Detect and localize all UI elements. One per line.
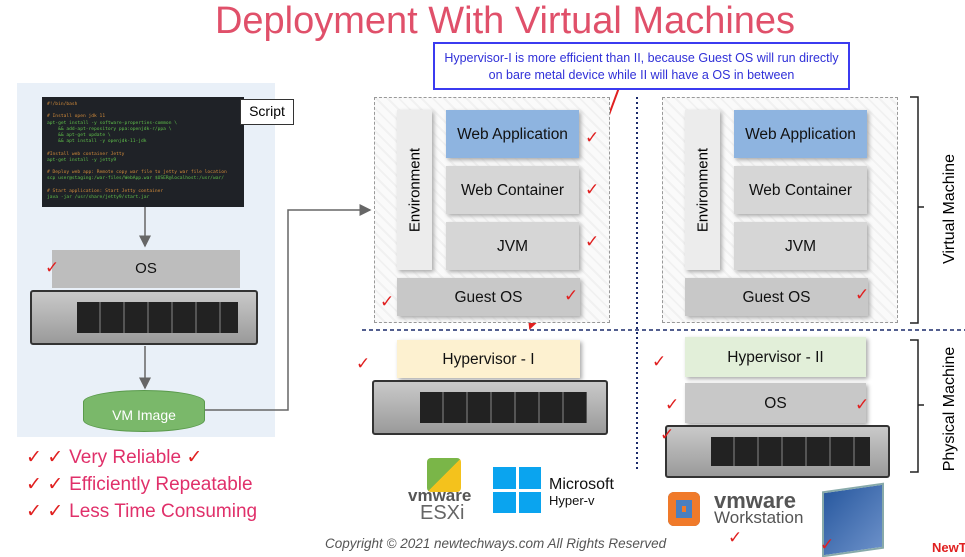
vm1-environment: Environment	[397, 110, 432, 270]
check-icon: ✓	[820, 535, 835, 554]
benefit-item: ✓ ✓Efficiently Repeatable	[26, 474, 253, 495]
environment-label: Environment	[406, 147, 423, 233]
check-icon: ✓	[45, 258, 60, 277]
virtual-machine-label: Virtual Machine	[890, 154, 965, 264]
script-line: && add-apt-repository ppa:openjdk-r/ppa …	[47, 126, 172, 132]
check-icon: ✓	[585, 180, 600, 199]
hyperv-brand: Microsoft	[549, 476, 614, 493]
check-icon: ✓	[380, 292, 395, 311]
script-line: apt-get install -y jetty9	[47, 157, 117, 163]
vm2-web-app: Web Application	[734, 110, 867, 158]
newtechways-logo: NewT	[932, 540, 965, 555]
check-icon: ✓	[855, 395, 870, 414]
vmware-workstation-logo-icon	[668, 492, 700, 526]
server-image	[30, 290, 258, 345]
hypervisor-2: Hypervisor - II	[685, 337, 866, 377]
hyperv-label: Hyper-v	[549, 493, 595, 508]
host-os: OS	[685, 383, 866, 423]
script-line: # Install open jdk 11	[47, 114, 106, 120]
script-line: #Install web container Jetty	[47, 151, 125, 157]
script-line: # Start application: Start Jetty contain…	[47, 188, 164, 194]
script-line: && apt-get update \	[47, 133, 111, 139]
script-label: Script	[240, 99, 294, 125]
server-image	[372, 380, 608, 435]
script-line: java -jar /usr/share/jetty9/start.jar	[47, 195, 150, 201]
vm2-jvm: JVM	[734, 222, 867, 270]
check-icon: ✓	[660, 425, 675, 444]
script-line: scp user@staging:/war-files/WebApp.war $…	[47, 176, 225, 182]
hypervisor-1: Hypervisor - I	[397, 340, 580, 378]
check-icon: ✓	[728, 528, 743, 547]
physical-machine-label: Physical Machine	[885, 347, 965, 472]
vm1-jvm: JVM	[446, 222, 579, 270]
check-icon: ✓ ✓	[26, 447, 64, 468]
check-icon: ✓	[585, 128, 600, 147]
check-icon: ✓	[652, 352, 667, 371]
check-icon: ✓	[564, 286, 579, 305]
script-line: # Deploy web app: Remote copy war file t…	[47, 170, 227, 176]
os-block: OS	[52, 250, 240, 288]
windows-logo-icon	[493, 467, 541, 513]
check-icon: ✓	[665, 395, 680, 414]
script-line: && apt install -y openjdk-11-jdk	[47, 139, 147, 145]
environment-label: Environment	[694, 147, 711, 233]
check-icon: ✓	[855, 285, 870, 304]
vm1-web-container: Web Container	[446, 166, 579, 214]
vm1-web-app: Web Application	[446, 110, 579, 158]
page-title: Deployment With Virtual Machines	[214, 0, 796, 42]
vm-image-block: VM Image	[83, 390, 205, 432]
vm2-environment: Environment	[685, 110, 720, 270]
script-line: #!/bin/bash	[47, 102, 78, 107]
workstation-brand: vmware	[714, 488, 796, 513]
virtual-machine-text: Virtual Machine	[941, 154, 958, 264]
copyright: Copyright © 2021 newtechways.com All Rig…	[325, 536, 667, 551]
vmware-esxi-logo-icon	[427, 458, 461, 492]
esxi-brand: vmware	[408, 486, 472, 505]
benefit-item: ✓ ✓Very Reliable ✓	[26, 447, 203, 468]
bracket-virtual	[910, 96, 924, 324]
check-icon: ✓ ✓	[26, 474, 64, 495]
benefit-item: ✓ ✓Less Time Consuming	[26, 501, 258, 522]
vm2-guest-os: Guest OS	[685, 278, 868, 316]
vm1-guest-os: Guest OS	[397, 278, 580, 316]
physical-machine-text: Physical Machine	[941, 346, 958, 472]
check-icon: ✓	[585, 232, 600, 251]
callout-note: Hypervisor-I is more efficient than II, …	[433, 42, 850, 90]
script-line: apt-get install -y software-properties-c…	[47, 120, 177, 126]
bracket-physical	[910, 339, 924, 473]
esxi-label: ESXi	[420, 502, 465, 524]
check-icon: ✓	[356, 354, 371, 373]
workstation-label: Workstation	[714, 508, 804, 527]
vm2-web-container: Web Container	[734, 166, 867, 214]
check-icon: ✓ ✓	[26, 501, 64, 522]
server-image	[665, 425, 890, 478]
arrow-vmimage-vm	[205, 204, 372, 411]
